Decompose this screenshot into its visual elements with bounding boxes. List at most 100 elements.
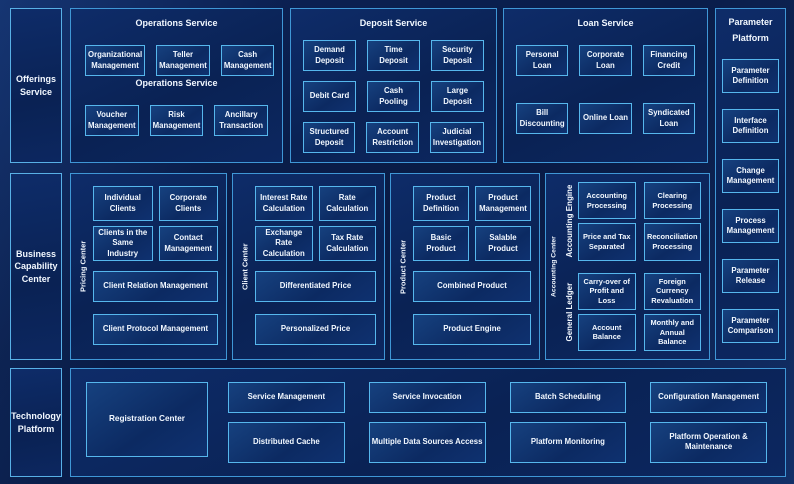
box-distributed-cache: Distributed Cache [228, 421, 345, 463]
box-contact-management: Contact Management [158, 226, 218, 261]
box-parameter-definition: Parameter Definition [722, 59, 779, 93]
general-ledger-section: General Ledger Carry-over of Profit and … [561, 272, 701, 351]
box-cash-pooling: Cash Pooling [367, 81, 420, 112]
accounting-engine-section: Accounting Engine Accounting Processing … [561, 182, 701, 261]
operations-service-title: Operations Service [135, 18, 218, 28]
box-interest-rate-calculation: Interest Rate Calculation [255, 186, 313, 221]
pricing-grid: Individual Clients Corporate Clients Cli… [93, 186, 218, 261]
box-platform-operation-maintenance: Platform Operation & Maintenance [650, 421, 767, 463]
box-financing-credit: Financing Credit [642, 45, 695, 76]
client-center-label: Client Center [240, 243, 250, 290]
panel-product-center: Product Center Product Definition Produc… [390, 173, 540, 360]
sidebar-offerings-service: Offerings Service [10, 8, 62, 163]
product-center-content: Product Definition Product Management Ba… [413, 186, 531, 347]
accounting-engine-grid: Accounting Processing Clearing Processin… [578, 182, 701, 261]
deposit-row-2: Debit Card Cash Pooling Large Deposit [301, 81, 486, 112]
client-grid: Interest Rate Calculation Rate Calculati… [255, 186, 376, 261]
panel-loan-service: Loan Service Personal Loan Corporate Loa… [503, 8, 708, 163]
product-center-label: Product Center [398, 239, 408, 294]
panel-technology-platform: Registration Center Service Management S… [70, 368, 786, 477]
box-combined-product: Combined Product [413, 271, 531, 302]
box-corporate-loan: Corporate Loan [579, 45, 632, 76]
box-multiple-data-sources-access: Multiple Data Sources Access [368, 421, 486, 463]
box-teller-management: Teller Management [156, 45, 210, 76]
operations-service-subtitle: Operations Service [135, 78, 218, 88]
panel-accounting-center: Accounting Center Accounting Engine Acco… [545, 173, 710, 360]
box-cash-management: Cash Management [220, 45, 275, 76]
box-service-invocation: Service Invocation [368, 382, 486, 413]
box-clearing-processing: Clearing Processing [643, 182, 701, 220]
box-batch-scheduling: Batch Scheduling [509, 382, 627, 413]
general-ledger-grid: Carry-over of Profit and Loss Foreign Cu… [578, 272, 701, 351]
box-parameter-comparison: Parameter Comparison [722, 309, 779, 343]
box-judicial-investigation: Judicial Investigation [429, 122, 484, 153]
box-personalized-price: Personalized Price [255, 314, 376, 345]
box-account-balance: Account Balance [578, 313, 636, 351]
box-debit-card: Debit Card [303, 81, 356, 112]
loan-row-2: Bill Discounting Online Loan Syndicated … [514, 103, 697, 134]
box-bill-discounting: Bill Discounting [516, 103, 569, 134]
panel-deposit-service: Deposit Service Demand Deposit Time Depo… [290, 8, 497, 163]
box-security-deposit: Security Deposit [431, 40, 484, 71]
box-monthly-annual-balance: Monthly and Annual Balance [643, 313, 701, 351]
box-rate-calculation: Rate Calculation [318, 186, 376, 221]
box-platform-monitoring: Platform Monitoring [509, 421, 627, 463]
sidebar-business-capability-center: Business Capability Center [10, 173, 62, 360]
box-accounting-processing: Accounting Processing [578, 182, 636, 220]
box-client-protocol-management: Client Protocol Management [93, 314, 218, 345]
parameter-platform-title-line1: Parameter [728, 17, 773, 27]
pricing-center-content: Individual Clients Corporate Clients Cli… [93, 186, 218, 347]
box-carry-over-profit-loss: Carry-over of Profit and Loss [578, 272, 636, 310]
box-large-deposit: Large Deposit [431, 81, 484, 112]
box-clients-same-industry: Clients in the Same Industry [93, 226, 153, 261]
deposit-row-1: Demand Deposit Time Deposit Security Dep… [301, 40, 486, 71]
sidebar-technology-platform: Technology Platform [10, 368, 62, 477]
box-client-relation-management: Client Relation Management [93, 271, 218, 302]
box-foreign-currency-revaluation: Foreign Currency Revaluation [643, 272, 701, 310]
box-price-and-tax-separated: Price and Tax Separated [578, 223, 636, 261]
technology-platform-label: Technology Platform [11, 411, 61, 434]
product-grid: Product Definition Product Management Ba… [413, 186, 531, 261]
box-corporate-clients: Corporate Clients [158, 186, 218, 221]
box-structured-deposit: Structured Deposit [303, 122, 356, 153]
box-ancillary-transaction: Ancillary Transaction [214, 105, 269, 136]
business-capability-center-label: Business Capability Center [14, 249, 58, 284]
box-online-loan: Online Loan [579, 103, 632, 134]
parameter-platform-title-line2: Platform [732, 33, 769, 43]
box-risk-management: Risk Management [149, 105, 204, 136]
box-voucher-management: Voucher Management [85, 105, 139, 136]
box-process-management: Process Management [722, 209, 779, 243]
box-tax-rate-calculation: Tax Rate Calculation [318, 226, 376, 261]
client-center-content: Interest Rate Calculation Rate Calculati… [255, 186, 376, 347]
technology-grid: Service Management Service Invocation Ba… [228, 382, 767, 463]
accounting-main: Accounting Engine Accounting Processing … [561, 182, 701, 351]
box-syndicated-loan: Syndicated Loan [642, 103, 695, 134]
box-demand-deposit: Demand Deposit [303, 40, 356, 71]
operations-row-1: Organizational Management Teller Managem… [83, 45, 275, 76]
box-product-definition: Product Definition [413, 186, 469, 221]
accounting-engine-label: Accounting Engine [565, 184, 574, 258]
box-product-engine: Product Engine [413, 314, 531, 345]
box-salable-product: Salable Product [475, 226, 531, 261]
box-configuration-management: Configuration Management [650, 382, 767, 413]
loan-row-1: Personal Loan Corporate Loan Financing C… [514, 45, 697, 76]
box-interface-definition: Interface Definition [722, 109, 779, 143]
box-individual-clients: Individual Clients [93, 186, 153, 221]
offerings-service-label: Offerings Service [15, 74, 56, 97]
panel-operations-service: Operations Service Organizational Manage… [70, 8, 283, 163]
deposit-row-3: Structured Deposit Account Restriction J… [301, 122, 486, 153]
panel-client-center: Client Center Interest Rate Calculation … [232, 173, 385, 360]
pricing-center-label: Pricing Center [78, 240, 88, 293]
box-account-restriction: Account Restriction [366, 122, 419, 153]
box-basic-product: Basic Product [413, 226, 469, 261]
loan-service-title: Loan Service [577, 18, 634, 28]
operations-row-2: Voucher Management Risk Management Ancil… [83, 105, 270, 136]
box-reconciliation-processing: Reconciliation Processing [643, 223, 701, 261]
general-ledger-label: General Ledger [565, 282, 574, 342]
box-registration-center: Registration Center [86, 382, 208, 457]
deposit-service-title: Deposit Service [359, 18, 428, 28]
box-service-management: Service Management [228, 382, 345, 413]
box-organizational-management: Organizational Management [85, 45, 146, 76]
box-personal-loan: Personal Loan [516, 45, 569, 76]
